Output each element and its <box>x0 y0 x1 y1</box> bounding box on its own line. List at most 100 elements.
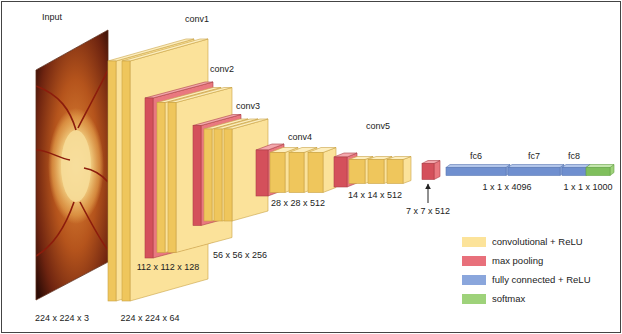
slab-front <box>157 103 165 253</box>
slab-front <box>446 168 506 176</box>
slab-front <box>289 153 304 193</box>
legend-text: convolutional + ReLU <box>492 236 583 248</box>
vessel <box>84 168 108 182</box>
leader-arrow <box>428 184 429 203</box>
dimension-label: 224 x 224 x 3 <box>33 313 91 324</box>
slab-front <box>108 61 116 301</box>
slab-front <box>349 160 365 184</box>
layer-block: conv3 <box>193 99 268 223</box>
slab-top <box>334 153 357 157</box>
layer-slab <box>224 119 268 221</box>
layer-heading: conv2 <box>210 64 234 75</box>
slab-front <box>214 129 222 221</box>
legend-swatch <box>462 237 486 247</box>
layer-block: fc7 <box>508 149 564 177</box>
layer-slab <box>422 161 440 180</box>
retina-outline <box>36 30 108 300</box>
label-slot: 1 x 1 x 4096 <box>480 182 533 193</box>
slab-side <box>403 157 411 184</box>
label-slot: 224 x 224 x 3 <box>33 313 91 324</box>
slab-front <box>586 168 610 176</box>
dimension-label: 224 x 224 x 64 <box>118 313 181 324</box>
slab-front <box>387 160 403 184</box>
slab-top <box>168 88 232 103</box>
dimension-label: 56 x 56 x 256 <box>211 250 269 261</box>
legend-text: softmax <box>492 293 525 305</box>
slab-front <box>145 98 153 258</box>
layer-block: conv5 <box>334 118 411 188</box>
vessel <box>80 202 108 250</box>
layer-slab <box>586 165 614 176</box>
label-slot: 7 x 7 x 512 <box>404 206 452 217</box>
dimension-label: 112 x 112 x 128 <box>135 262 202 273</box>
label-slot: 112 x 112 x 128 <box>135 262 202 273</box>
vessel <box>36 202 74 256</box>
legend-text: fully connected + ReLU <box>492 274 591 286</box>
label-slot: 56 x 56 x 256 <box>211 250 269 261</box>
layer-heading: conv5 <box>366 121 390 132</box>
slab-front <box>368 160 384 184</box>
dimension-label: 28 x 28 x 512 <box>269 198 327 209</box>
layer-block: conv1 <box>108 10 211 302</box>
layer-heading: fc6 <box>470 151 482 162</box>
vessel <box>36 86 76 130</box>
dimension-label: 1 x 1 x 4096 <box>480 182 533 193</box>
slab-front <box>562 168 586 176</box>
layer-slab <box>387 157 411 184</box>
slab-front <box>122 61 130 301</box>
layer-block: conv4 <box>256 130 336 194</box>
slab-top <box>562 165 590 168</box>
legend-swatch <box>462 275 486 285</box>
layer-slab <box>446 165 510 176</box>
legend-text: max pooling <box>492 255 543 267</box>
slab-top <box>508 165 564 168</box>
slab-side <box>232 119 268 221</box>
retina-ground <box>36 30 108 300</box>
layer-slab <box>122 39 208 301</box>
slab-front <box>422 164 434 180</box>
layer-block: Input <box>36 10 108 302</box>
layer-heading: fc8 <box>568 151 580 162</box>
slab-front <box>508 168 560 176</box>
slab-top <box>586 165 614 168</box>
slab-top <box>422 161 440 164</box>
dimension-label: 7 x 7 x 512 <box>404 206 452 217</box>
label-slot: 1 x 1 x 1000 <box>561 182 614 193</box>
layer-slab <box>508 165 564 176</box>
label-slot: 14 x 14 x 512 <box>346 190 404 201</box>
slab-top <box>308 148 336 153</box>
slab-top <box>224 119 268 129</box>
slab-front <box>224 129 232 221</box>
layer-heading: fc7 <box>528 151 540 162</box>
vessel <box>78 70 108 128</box>
layer-block: fc8 <box>562 149 614 177</box>
layer-heading: Input <box>42 12 62 23</box>
slab-front <box>256 150 268 196</box>
slab-top <box>446 165 510 168</box>
slab-front <box>270 153 285 193</box>
layer-slab <box>308 148 336 193</box>
layer-heading: conv4 <box>288 132 312 143</box>
slab-side <box>130 39 208 301</box>
layer-heading: conv3 <box>236 101 260 112</box>
slab-front <box>334 157 347 187</box>
dimension-label: 14 x 14 x 512 <box>346 190 404 201</box>
slab-top <box>387 157 411 160</box>
dimension-label: 1 x 1 x 1000 <box>561 182 614 193</box>
blood-vessels <box>36 70 108 256</box>
slab-top <box>122 39 208 61</box>
label-slot: 224 x 224 x 64 <box>118 313 181 324</box>
vessel <box>36 150 70 160</box>
layer-slabs <box>108 39 614 301</box>
slab-front <box>204 129 212 221</box>
optic-disc <box>61 130 91 202</box>
layer-heading: conv1 <box>185 14 209 25</box>
label-slot: 28 x 28 x 512 <box>269 198 327 209</box>
slab-front <box>308 153 323 193</box>
layer-block: fc6 <box>446 149 510 177</box>
legend-swatch <box>462 256 486 266</box>
retina-image <box>36 30 108 300</box>
slab-front <box>168 103 176 253</box>
